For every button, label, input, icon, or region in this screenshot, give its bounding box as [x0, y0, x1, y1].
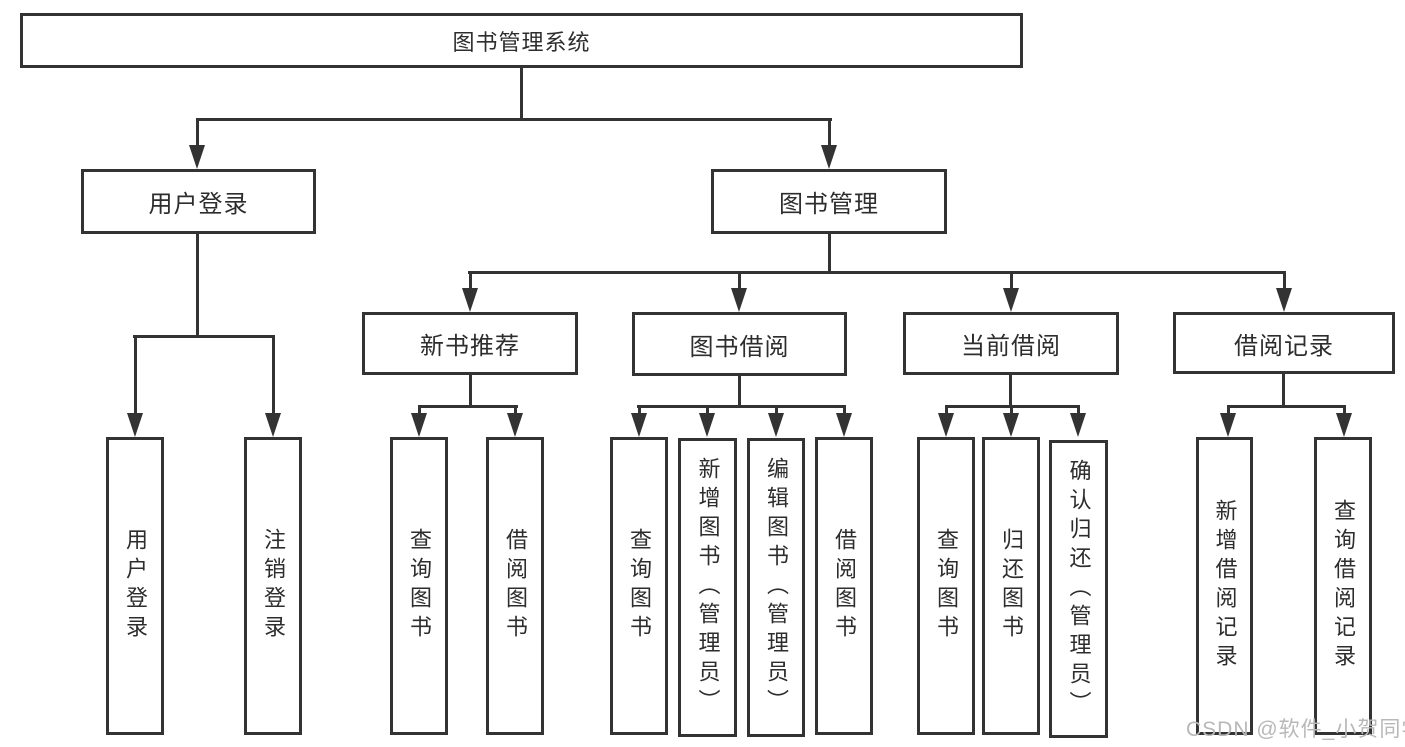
node-label: 用户登录: [123, 528, 148, 644]
connector-current-stem: [1009, 373, 1012, 408]
connector-root-stem: [520, 66, 523, 120]
node-label: 图书借阅: [689, 333, 790, 361]
node-label: 新增图书（管理员）: [695, 457, 721, 718]
arrow-to-borrow-books-2: [836, 405, 852, 437]
node-borrowing-records: 借阅记录: [1173, 312, 1395, 374]
node-return-books: 归还图书: [982, 437, 1040, 735]
node-borrow-books-2: 借阅图书: [815, 437, 873, 735]
arrow-to-add-books: [699, 405, 715, 437]
arrow-to-user-login-leaf: [127, 335, 143, 437]
arrow-to-new-book-recommend: [462, 271, 478, 312]
node-library-management-system: 图书管理系统: [20, 13, 1023, 68]
node-label: 归还图书: [999, 528, 1024, 644]
node-logout-leaf: 注销登录: [244, 437, 302, 735]
node-book-borrowing: 图书借阅: [632, 312, 847, 376]
connector-current-hbar: [945, 405, 1080, 408]
connector-borrowing-hbar: [637, 405, 845, 408]
node-label: 借阅图书: [832, 528, 857, 644]
node-borrow-books-1: 借阅图书: [486, 437, 544, 735]
node-label: 查询图书: [627, 528, 652, 644]
connector-recommend-stem: [469, 373, 472, 408]
node-query-borrow-record: 查询借阅记录: [1314, 437, 1372, 735]
node-label: 查询借阅记录: [1331, 499, 1356, 673]
connector-login-stem: [196, 232, 199, 338]
node-confirm-return-admin: 确认归还（管理员）: [1049, 440, 1108, 738]
node-query-books-2: 查询图书: [610, 437, 668, 735]
node-book-management: 图书管理: [711, 169, 947, 234]
arrow-to-confirm-return: [1070, 405, 1086, 437]
node-label: 用户登录: [148, 191, 249, 218]
node-label: 编辑图书（管理员）: [764, 457, 789, 718]
node-label: 查询图书: [934, 528, 959, 644]
connector-root-hbar: [196, 118, 832, 121]
csdn-watermark: CSDN @软件_小贺同学: [1186, 718, 1405, 741]
arrow-to-query-books-1: [411, 405, 427, 437]
node-label: 图书管理: [779, 191, 879, 218]
node-label: 当前借阅: [961, 333, 1061, 360]
node-user-login: 用户登录: [81, 169, 316, 234]
connector-login-hbar: [133, 335, 274, 338]
node-label: 新增借阅记录: [1212, 499, 1238, 673]
connector-borrowing-stem: [738, 373, 741, 408]
node-label: 借阅图书: [503, 528, 528, 644]
node-current-borrowing: 当前借阅: [903, 312, 1119, 375]
node-query-books-1: 查询图书: [390, 437, 448, 735]
node-add-borrow-record: 新增借阅记录: [1196, 437, 1253, 735]
node-add-books-admin: 新增图书（管理员）: [678, 438, 737, 737]
node-label: 图书管理系统: [452, 29, 591, 55]
arrow-to-query-books-2: [631, 405, 647, 437]
node-label: 确认归还（管理员）: [1066, 458, 1092, 720]
node-query-books-3: 查询图书: [917, 437, 975, 735]
arrow-to-query-books-3: [938, 405, 954, 437]
arrow-to-query-borrow-record: [1336, 405, 1352, 437]
node-label: 借阅记录: [1234, 332, 1334, 360]
arrow-to-borrowing-records: [1276, 271, 1292, 312]
arrow-to-book-management: [821, 118, 837, 169]
connector-management-stem: [828, 232, 831, 274]
connector-records-stem: [1282, 372, 1285, 408]
arrow-to-edit-books: [768, 405, 784, 437]
arrow-to-user-login: [189, 118, 205, 169]
arrow-to-book-borrowing: [731, 271, 747, 312]
node-label: 新书推荐: [420, 333, 520, 360]
arrow-to-borrow-books-1: [507, 405, 523, 437]
arrow-to-add-borrow-record: [1220, 405, 1236, 437]
node-label: 查询图书: [407, 528, 432, 644]
arrow-to-return-books: [1003, 405, 1019, 437]
node-label: 注销登录: [261, 528, 286, 644]
node-user-login-leaf: 用户登录: [106, 437, 164, 735]
node-new-book-recommend: 新书推荐: [362, 312, 578, 375]
connector-recommend-hbar: [418, 405, 518, 408]
arrow-to-logout-leaf: [265, 335, 281, 437]
node-edit-books-admin: 编辑图书（管理员）: [747, 438, 805, 737]
arrow-to-current-borrowing: [1003, 271, 1019, 312]
connector-management-hbar: [468, 271, 1286, 274]
connector-records-hbar: [1227, 405, 1346, 408]
